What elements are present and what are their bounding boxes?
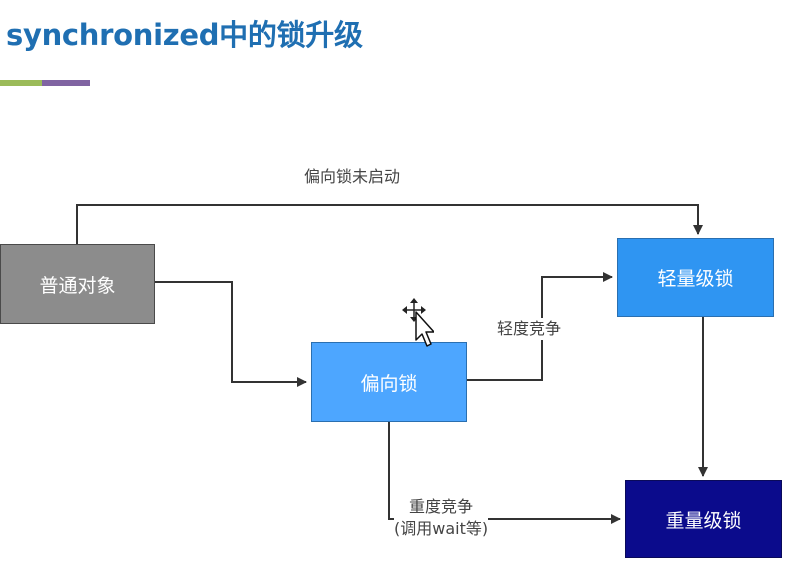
edge-biased-to-heavy [388, 422, 621, 524]
node-heavyweight-lock: 重量级锁 [625, 480, 782, 558]
edge-label-biased-disabled: 偏向锁未启动 [304, 166, 401, 188]
edge-label-heavy-line2: (调用wait等) [394, 519, 489, 538]
edge-label-heavy-contention: 重度竞争 (调用wait等) [394, 496, 489, 540]
title-accent-bar-purple [42, 80, 90, 86]
move-cursor-icon [402, 298, 434, 347]
edge-label-heavy-line1: 重度竞争 [409, 497, 474, 516]
node-lightweight-lock-label: 轻量级锁 [657, 268, 734, 290]
node-normal-object-label: 普通对象 [39, 274, 116, 297]
node-biased-lock-label: 偏向锁 [360, 372, 418, 395]
edge-label-light-contention: 轻度竞争 [497, 318, 562, 340]
edge-normal-to-light [76, 204, 703, 244]
node-normal-object: 普通对象 [0, 244, 155, 324]
title-accent-bar-green [0, 80, 42, 86]
edge-normal-to-biased [155, 281, 307, 387]
node-lightweight-lock: 轻量级锁 [617, 238, 774, 317]
page-title: synchronized中的锁升级 [6, 18, 363, 52]
node-heavyweight-lock-label: 重量级锁 [665, 509, 742, 532]
node-biased-lock: 偏向锁 [311, 342, 467, 422]
